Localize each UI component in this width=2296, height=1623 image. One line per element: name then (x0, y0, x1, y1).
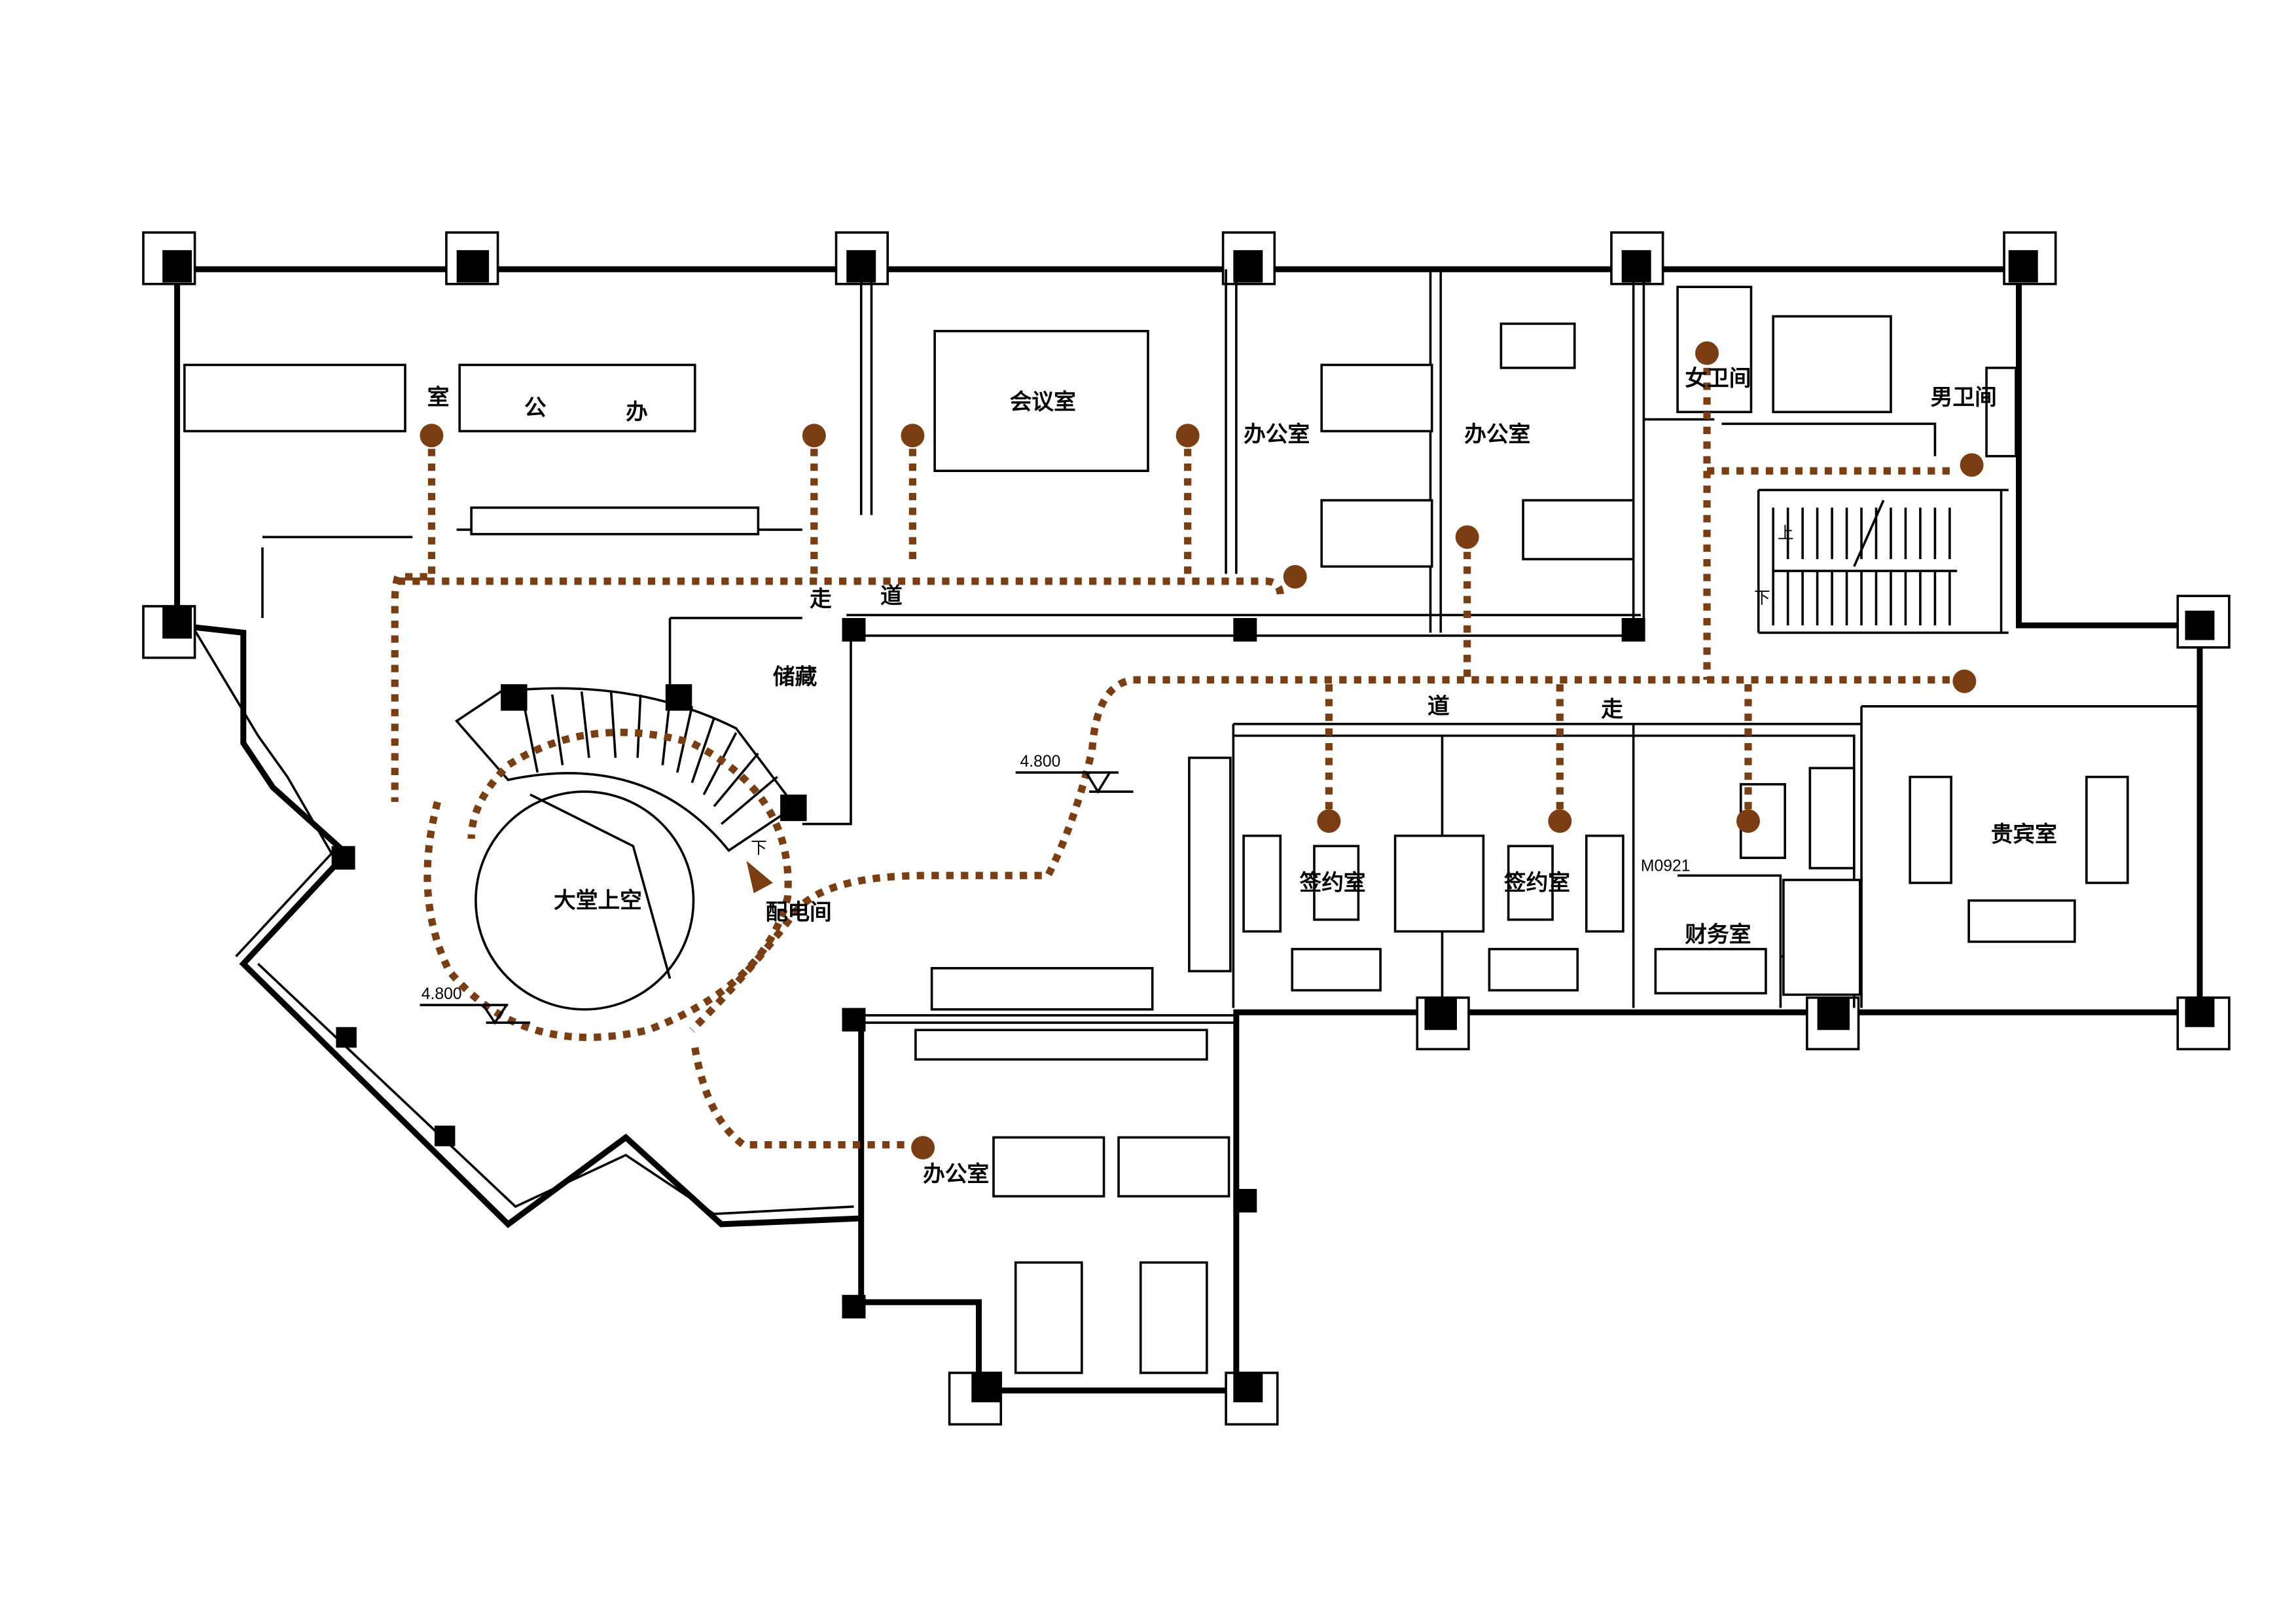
office-b-label: 办公室 (1464, 421, 1530, 447)
exterior-walls (174, 266, 2203, 1394)
circulation-path (391, 341, 1984, 1160)
power-room-label: 配电间 (766, 900, 832, 925)
finance-room-label: 财务室 (1685, 921, 1751, 947)
signing-room-1-label: 签约室 (1299, 870, 1365, 896)
corridor-top-char-2: 道 (880, 583, 903, 608)
office-label-char-2: 公 (524, 395, 547, 420)
staircase-right: 上 下 (1754, 500, 1958, 626)
lobby-void: 大堂上空 下 (423, 687, 797, 1042)
office-label-char-1: 室 (427, 384, 450, 410)
door-code-label: M0921 (1641, 858, 1691, 875)
vip-room-label: 贵宾室 (1991, 822, 2057, 847)
meeting-room-label: 会议室 (1010, 389, 1076, 414)
signing-room-2-label: 签约室 (1504, 870, 1570, 896)
lobby-void-label: 大堂上空 (554, 888, 642, 913)
office-label-char-3: 办 (626, 399, 648, 425)
office-a-label: 办公室 (1244, 421, 1310, 447)
womens-restroom-label: 女卫间 (1685, 365, 1751, 391)
corridor-right-char-2: 走 (1601, 697, 1623, 722)
mens-restroom-label: 男卫间 (1931, 384, 1997, 410)
office-bottom-label: 办公室 (923, 1161, 989, 1187)
corridor-top-char-1: 走 (810, 586, 832, 611)
stair-up-label: 上 (1778, 524, 1794, 543)
direction-arrow-icon (746, 860, 773, 894)
storage-label: 储藏 (773, 664, 817, 689)
elevation-markers: 4.800 4.800 M0921 (420, 753, 1691, 1025)
corridor-right-char-1: 道 (1427, 693, 1450, 719)
elevation-label-1: 4.800 (1020, 753, 1060, 771)
furniture (183, 285, 2129, 1374)
stair-down-label: 下 (1754, 589, 1770, 607)
room-labels: 室 公 办 会议室 办公室 办公室 女卫间 男卫间 走 道 储藏 配电间 道 走… (427, 365, 2057, 1187)
lobby-stair-down-label: 下 (751, 840, 767, 858)
elevation-label-2: 4.800 (422, 985, 462, 1003)
